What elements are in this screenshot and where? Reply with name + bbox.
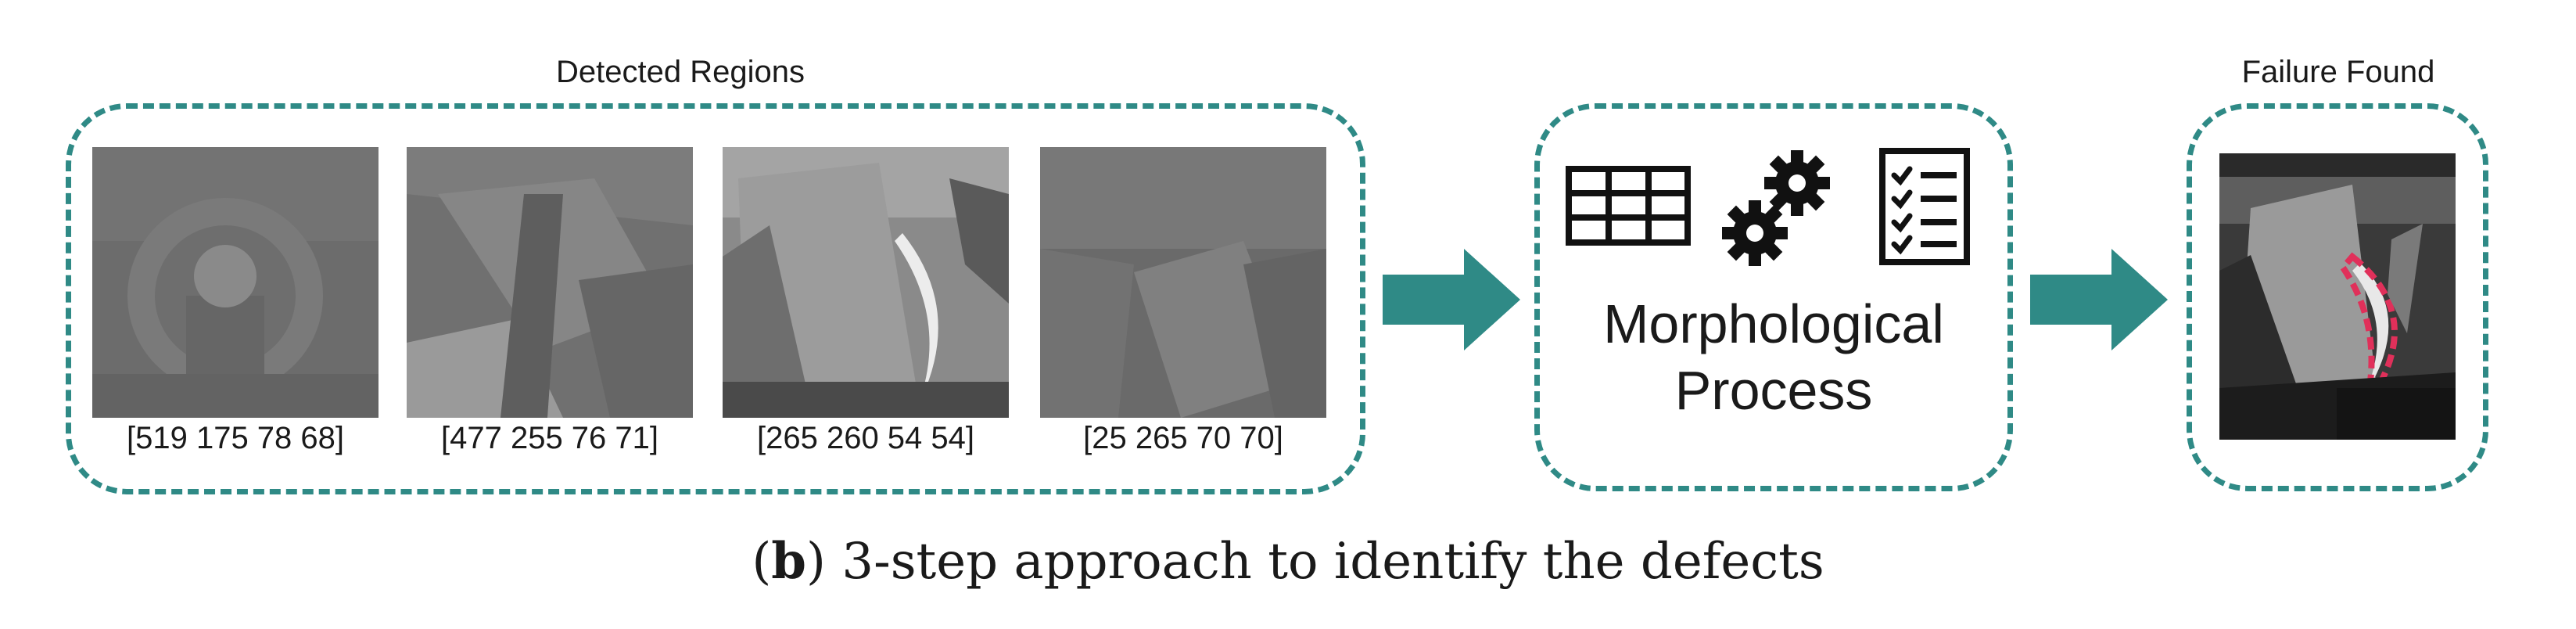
table-icon	[1566, 166, 1691, 246]
caption-letter: b	[771, 532, 807, 591]
region-thumbnail-1	[92, 147, 379, 418]
failure-found-box	[2187, 103, 2488, 491]
region-coordinates-2: [477 255 76 71]	[440, 421, 659, 455]
failure-found-title: Failure Found	[2241, 55, 2435, 89]
morphological-label-line2: Process	[1674, 360, 1873, 422]
caption-text: 3-step approach to identify the defects	[826, 533, 1824, 591]
region-thumbnail-2	[407, 147, 693, 418]
detected-regions-title: Detected Regions	[556, 55, 805, 89]
region-coordinates-3: [265 260 54 54]	[756, 421, 975, 455]
checklist-icon	[1878, 147, 1971, 266]
arrow-right-icon	[2030, 249, 2168, 350]
region-thumbnail-4	[1040, 147, 1326, 418]
arrow-right-icon	[1383, 249, 1520, 350]
region-thumbnail-3	[723, 147, 1009, 418]
morphological-process-label: Morphological Process	[1548, 291, 1999, 425]
morphological-process-box	[1534, 103, 2013, 491]
region-coordinates-4: [25 265 70 70]	[1083, 421, 1283, 455]
figure-caption: (b) 3-step approach to identify the defe…	[752, 532, 1824, 591]
gears-icon	[1720, 146, 1838, 266]
failure-image	[2219, 153, 2456, 440]
morphological-label-line1: Morphological	[1603, 293, 1944, 354]
detected-regions-box	[66, 103, 1365, 494]
region-coordinates-1: [519 175 78 68]	[126, 421, 345, 455]
